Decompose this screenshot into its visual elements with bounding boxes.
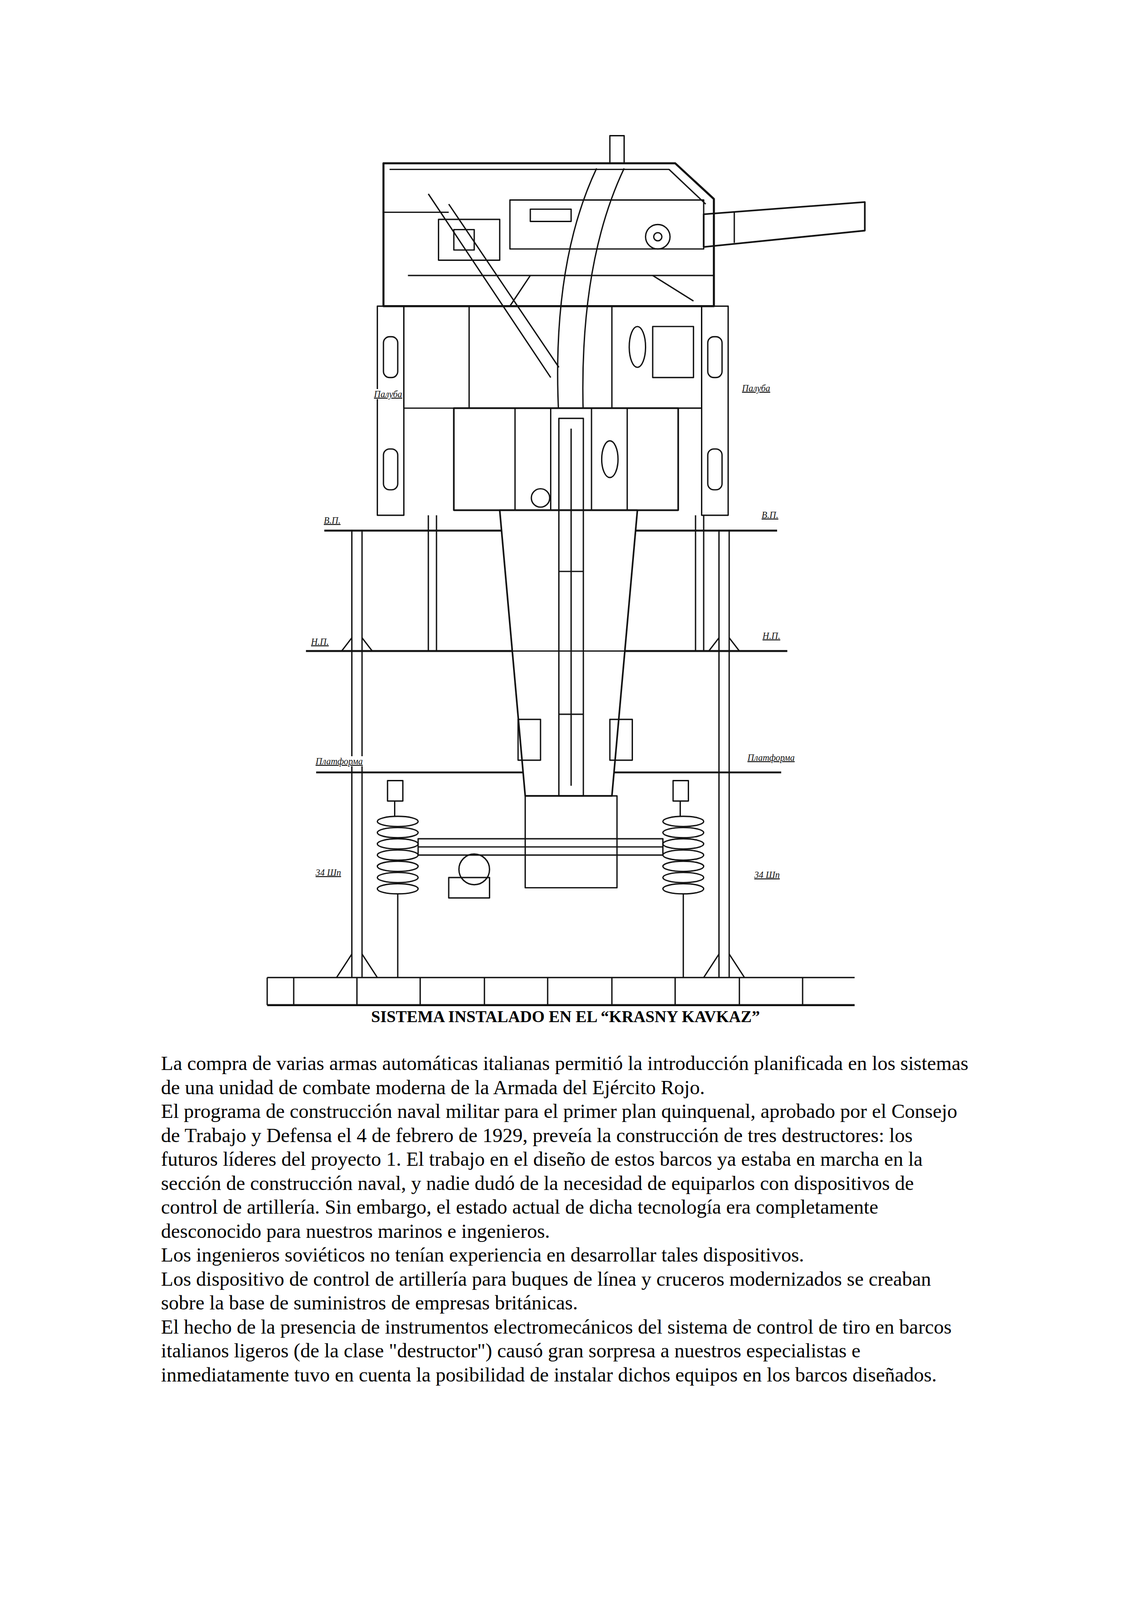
body-paragraph: El programa de construcción naval milita… [160, 1099, 971, 1244]
deck-label: 34 Шп [314, 867, 343, 878]
deck-label: Платформа [746, 752, 796, 763]
ammunition-stacks [377, 816, 704, 978]
lower-machinery [387, 780, 689, 898]
deck-label: Палуба [741, 383, 772, 394]
hoist-trunk [499, 418, 638, 796]
figure-caption: SISTEMA INSTALADO EN EL “KRASNY KAVKAZ” [0, 1006, 1131, 1027]
body-paragraph: Los dispositivo de control de artillería… [160, 1267, 971, 1316]
deck-label: 34 Шп [753, 869, 781, 880]
deck-label: В.П. [760, 509, 780, 520]
body-paragraph: Los ingenieros soviéticos no tenían expe… [160, 1243, 971, 1268]
deck-label: Н.П. [761, 630, 782, 641]
rotating-base [453, 408, 679, 511]
deck-label: Н.П. [310, 636, 330, 647]
deck-label: Палуба [373, 389, 404, 400]
hull-bottom [267, 977, 855, 1005]
gun-barrel [703, 202, 865, 247]
deck-label: В.П. [322, 515, 342, 526]
side-columns [377, 306, 728, 516]
body-paragraph: El hecho de la presencia de instrumentos… [160, 1315, 971, 1388]
body-text: La compra de varias armas automáticas it… [160, 1051, 971, 1387]
turret-housing [383, 135, 715, 419]
deck-label: Платформа [314, 756, 364, 767]
body-paragraph: La compra de varias armas automáticas it… [160, 1051, 971, 1100]
